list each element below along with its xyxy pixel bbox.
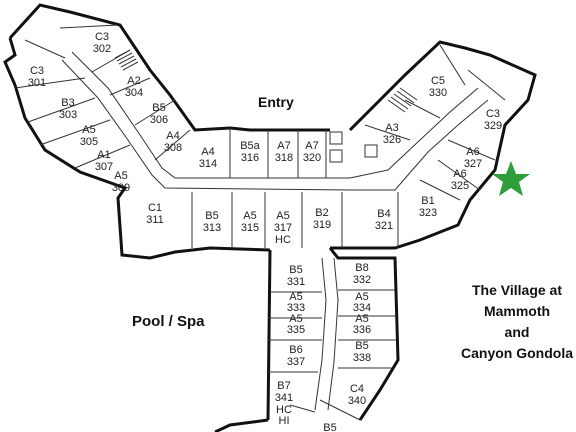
unit-type-label: B1 bbox=[421, 195, 434, 207]
unit-number-label: 308 bbox=[164, 142, 182, 154]
unit-number-label: 340 bbox=[348, 395, 366, 407]
unit-number-label: 307 bbox=[95, 161, 113, 173]
unit-number-label: 333 bbox=[287, 302, 305, 314]
village-line: Canyon Gondola bbox=[461, 345, 573, 361]
unit-number-label: 302 bbox=[93, 43, 111, 55]
unit-type-label: A5 bbox=[355, 291, 368, 303]
unit-type-label: C3 bbox=[486, 108, 500, 120]
unit-type-label: B7 bbox=[277, 380, 290, 392]
unit-type-label: B3 bbox=[61, 97, 74, 109]
unit-type-label: B5 bbox=[355, 340, 368, 352]
entry-label: Entry bbox=[258, 94, 294, 110]
unit-number-label: 305 bbox=[80, 136, 98, 148]
unit-number-label: 337 bbox=[287, 356, 305, 368]
village-line: and bbox=[504, 324, 530, 340]
unit-number-label: 331 bbox=[287, 276, 305, 288]
village-line: Mammoth bbox=[483, 303, 551, 319]
unit-type-label: A6 bbox=[466, 146, 479, 158]
unit-type-label: A1 bbox=[97, 149, 110, 161]
unit-number-label: 304 bbox=[125, 87, 143, 99]
unit-number-label: 319 bbox=[313, 219, 331, 231]
unit-type-label: A3 bbox=[385, 122, 398, 134]
unit-type-label: C4 bbox=[350, 383, 364, 395]
unit-type-label: A5 bbox=[355, 313, 368, 325]
unit-type-label: A4 bbox=[166, 130, 179, 142]
unit-labels: C3 302 C3 301 A2 304 B3 303 B5 306 A5 30… bbox=[28, 31, 502, 432]
unit-number-label: 329 bbox=[484, 120, 502, 132]
unit-number-label: 335 bbox=[287, 324, 305, 336]
pool-spa-label: Pool / Spa bbox=[132, 313, 205, 330]
unit-type-label: A5 bbox=[114, 170, 127, 182]
unit-type-label: A5 bbox=[243, 210, 256, 222]
unit-type-label: B2 bbox=[315, 207, 328, 219]
unit-type-label: A5 bbox=[82, 124, 95, 136]
unit-number-label: 318 bbox=[275, 152, 293, 164]
unit-number-label: 330 bbox=[429, 87, 447, 99]
unit-number-label: 325 bbox=[451, 180, 469, 192]
unit-type-label: A5 bbox=[289, 291, 302, 303]
unit-type-label: C5 bbox=[431, 75, 445, 87]
unit-number-label: 311 bbox=[146, 214, 164, 226]
unit-number-label: 309 bbox=[112, 182, 130, 194]
unit-type-label: A6 bbox=[453, 168, 466, 180]
unit-number-label: 314 bbox=[199, 158, 217, 170]
unit-type-label: C1 bbox=[148, 202, 162, 214]
unit-number-label: 338 bbox=[353, 352, 371, 364]
unit-number-label: 323 bbox=[419, 207, 437, 219]
unit-type-label: A5 bbox=[276, 210, 289, 222]
unit-type-label: B8 bbox=[355, 262, 368, 274]
unit-number-label: 341 bbox=[275, 392, 293, 404]
unit-number-label: 303 bbox=[59, 109, 77, 121]
unit-number-label: 334 bbox=[353, 302, 371, 314]
village-gondola-label: The Village at Mammoth and Canyon Gondol… bbox=[458, 280, 576, 364]
stairs-right bbox=[387, 87, 418, 113]
unit-type-label: B6 bbox=[289, 344, 302, 356]
village-line: The Village at bbox=[472, 282, 562, 298]
unit-number-label: 315 bbox=[241, 222, 259, 234]
unit-number-label: 317 bbox=[274, 222, 292, 234]
unit-number-label: 313 bbox=[203, 222, 221, 234]
unit-number-label: 306 bbox=[150, 114, 168, 126]
unit-type-label: B5 bbox=[205, 210, 218, 222]
unit-extra-label: HC bbox=[276, 404, 292, 416]
unit-number-label: 320 bbox=[303, 152, 321, 164]
unit-type-label: B5 bbox=[323, 422, 336, 432]
unit-number-label: 332 bbox=[353, 274, 371, 286]
unit-type-label: C3 bbox=[95, 31, 109, 43]
unit-type-label: A7 bbox=[305, 140, 318, 152]
unit-type-label: B5 bbox=[152, 102, 165, 114]
unit-number-label: 336 bbox=[353, 324, 371, 336]
unit-type-label: A4 bbox=[201, 146, 214, 158]
unit-type-label: B5 bbox=[289, 264, 302, 276]
building-outline bbox=[3, 3, 537, 432]
unit-number-label: 321 bbox=[375, 220, 393, 232]
unit-extra-label: HI bbox=[279, 415, 290, 427]
unit-type-label: A2 bbox=[127, 75, 140, 87]
unit-extra-label: HC bbox=[275, 234, 291, 246]
unit-number-label: 326 bbox=[383, 134, 401, 146]
unit-type-label: A5 bbox=[289, 313, 302, 325]
unit-type-label: A7 bbox=[277, 140, 290, 152]
stairs-left bbox=[114, 49, 139, 71]
unit-number-label: 301 bbox=[28, 77, 46, 89]
unit-number-label: 316 bbox=[241, 152, 259, 164]
star-icon bbox=[492, 161, 530, 196]
unit-type-label: C3 bbox=[30, 65, 44, 77]
unit-type-label: B4 bbox=[377, 208, 390, 220]
unit-number-label: 327 bbox=[464, 158, 482, 170]
unit-type-label: B5a bbox=[240, 140, 260, 152]
unit-walls bbox=[14, 24, 506, 421]
